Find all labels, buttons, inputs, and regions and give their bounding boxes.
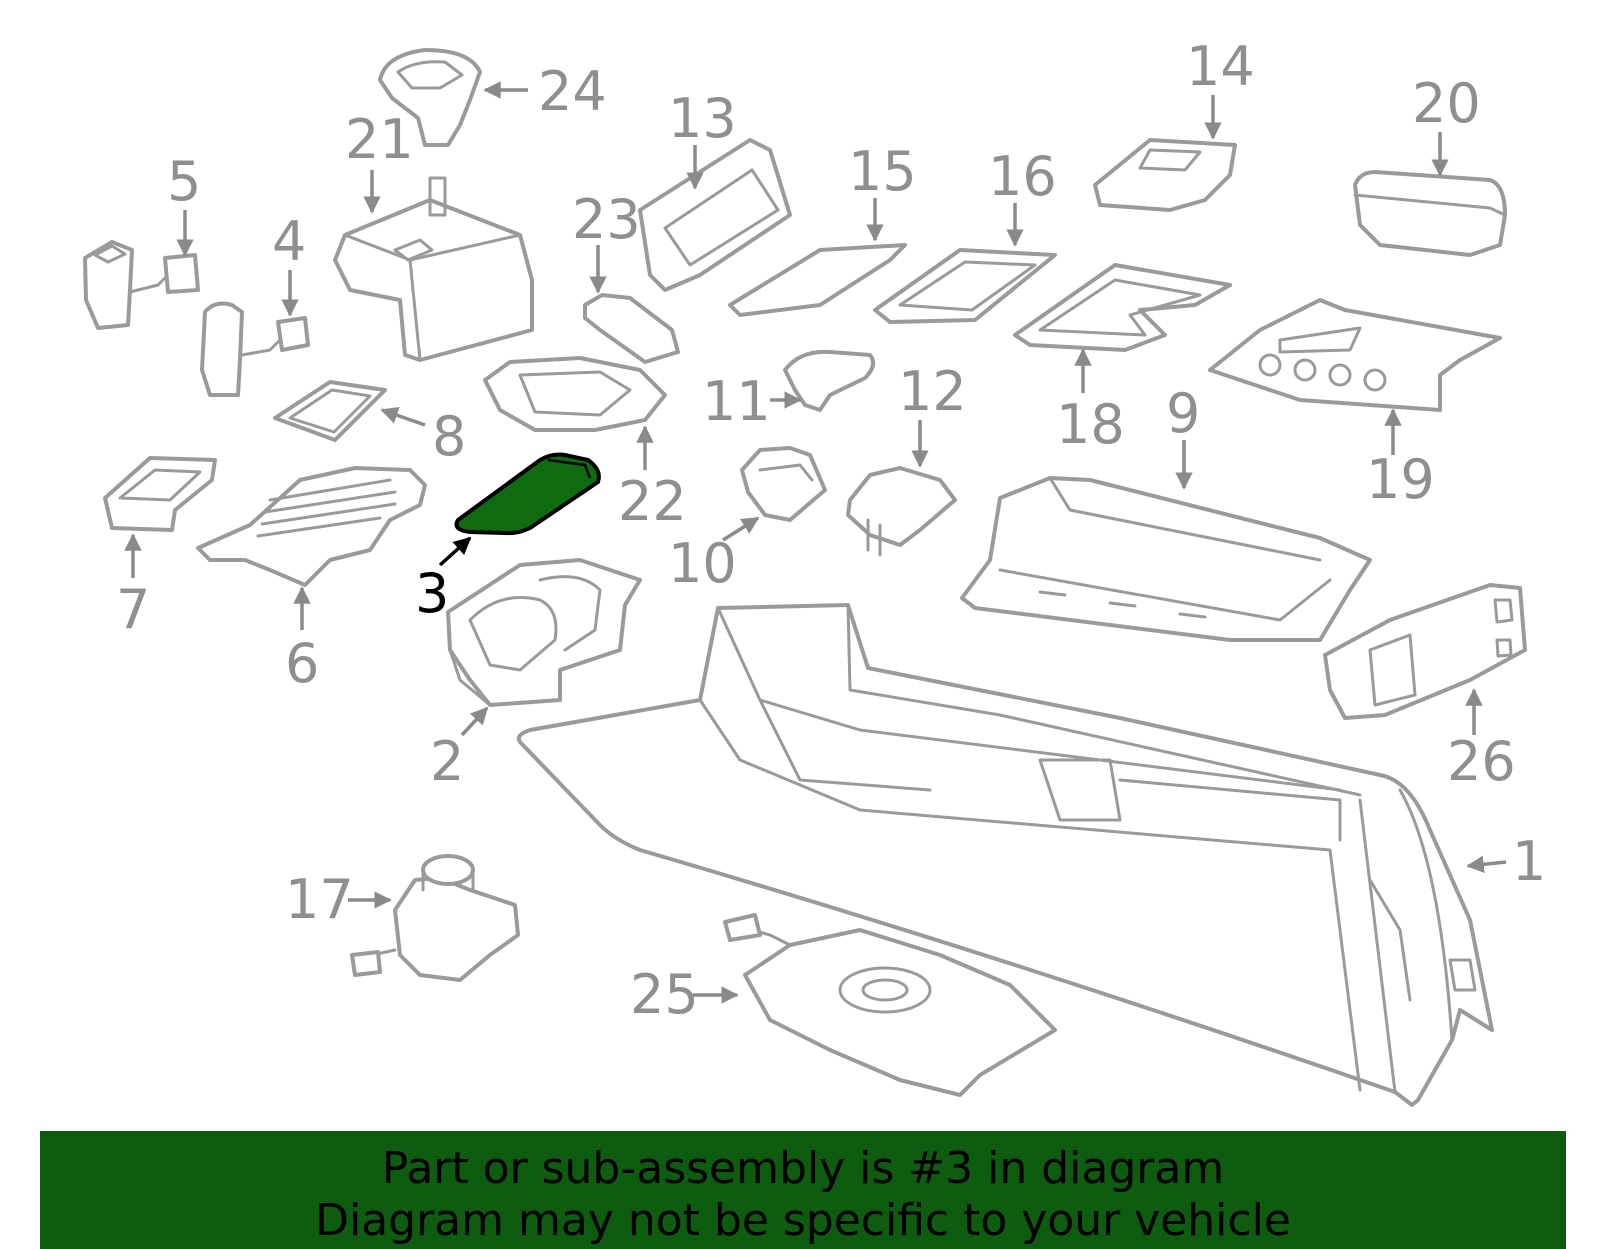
part-9-armrest-lid	[960, 476, 1372, 642]
banner-line-2: Diagram may not be specific to your vehi…	[315, 1195, 1291, 1246]
callout-16: 16	[988, 145, 1057, 208]
part-16-mat	[873, 248, 1057, 324]
part-14-switch-bank	[1093, 138, 1237, 212]
callout-1: 1	[1512, 830, 1546, 893]
callout-14: 14	[1186, 35, 1255, 98]
callout-17: 17	[285, 868, 354, 931]
callout-6: 6	[285, 632, 319, 695]
callout-3: 3	[415, 562, 449, 625]
leader-3	[438, 536, 472, 567]
info-banner: Part or sub-assembly is #3 in diagram Di…	[40, 1131, 1566, 1249]
callout-13: 13	[668, 87, 737, 150]
callout-26: 26	[1447, 730, 1516, 793]
leader-8	[380, 406, 426, 427]
callout-5: 5	[167, 150, 201, 213]
part-11-cap	[783, 349, 876, 412]
part-5-switch	[83, 240, 200, 330]
callout-4: 4	[272, 210, 306, 273]
callout-2: 2	[430, 730, 464, 793]
part-7-bezel	[103, 456, 217, 532]
part-18-mat	[1013, 263, 1232, 352]
callout-25: 25	[630, 963, 699, 1026]
part-4-sensor	[200, 301, 310, 397]
leader-1	[1466, 855, 1507, 874]
leader-arrows	[124, 81, 1507, 1004]
part-1-console-body	[516, 603, 1494, 1107]
part-24-shift-knob	[378, 48, 482, 147]
part-17-rotary-controller	[350, 854, 520, 982]
part-3-cup-holder-mat	[454, 452, 601, 536]
part-23-bracket	[583, 293, 680, 364]
part-26-switch-panel	[1323, 583, 1527, 720]
leader-2	[460, 706, 489, 737]
callout-21: 21	[345, 108, 414, 171]
callout-23: 23	[572, 188, 641, 251]
part-15-mat	[728, 243, 907, 317]
part-22-bracket	[483, 356, 667, 432]
part-13-shift-bezel	[638, 138, 792, 292]
callout-numbers: 1 2 3 4 5 6 7 8 9 10 11 12 13 14 15 16 1…	[116, 35, 1546, 1026]
banner-line-1: Part or sub-assembly is #3 in diagram	[381, 1143, 1225, 1194]
part-2-cup-holder	[446, 558, 642, 707]
callout-9: 9	[1166, 382, 1200, 445]
callout-10: 10	[668, 532, 737, 595]
part-10-clip	[740, 446, 827, 522]
callout-24: 24	[538, 60, 607, 123]
part-19-trim-panel	[1208, 298, 1502, 412]
part-21-shifter-assembly	[333, 176, 534, 362]
callout-22: 22	[618, 470, 687, 533]
callout-15: 15	[848, 140, 917, 203]
callout-18: 18	[1056, 393, 1125, 456]
callout-7: 7	[116, 578, 150, 641]
part-12-bracket	[846, 466, 957, 557]
callout-20: 20	[1412, 72, 1481, 135]
part-20-storage-bin	[1353, 170, 1507, 257]
callout-11: 11	[702, 370, 771, 433]
callout-19: 19	[1366, 448, 1435, 511]
part-8-pad	[273, 380, 387, 442]
callout-8: 8	[432, 405, 466, 468]
leader-10	[722, 516, 760, 542]
callout-12: 12	[898, 360, 967, 423]
part-25-wireless-charger	[723, 913, 1057, 1097]
part-6-bracket	[196, 466, 427, 587]
